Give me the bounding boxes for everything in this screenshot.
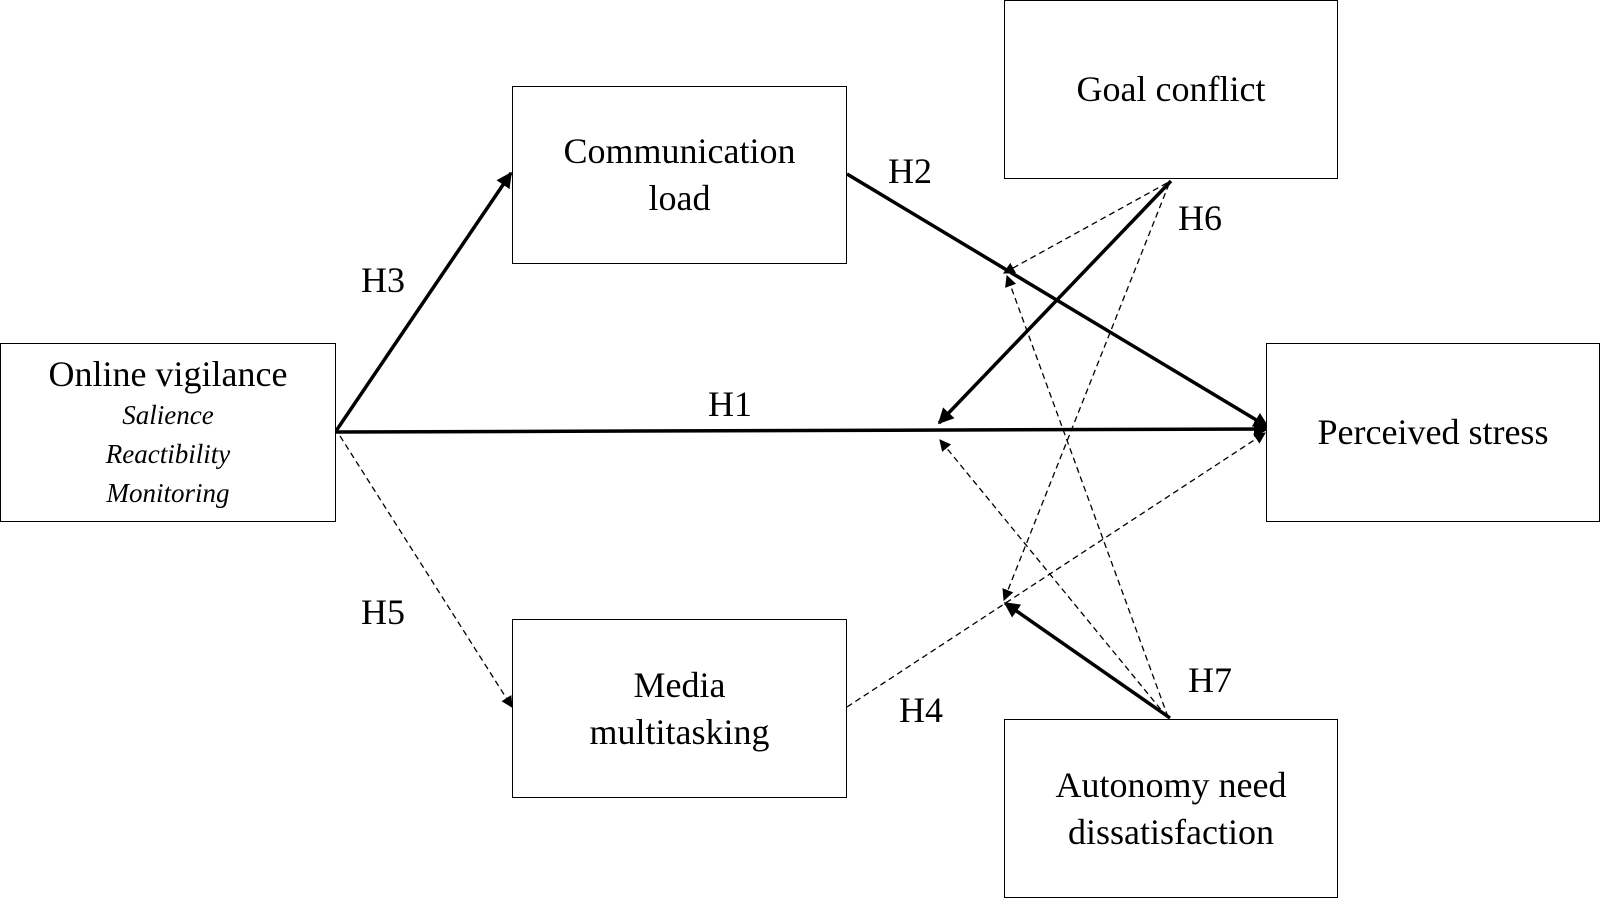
goal-conflict-box: Goal conflict: [1004, 0, 1338, 179]
perceived-stress-label: Perceived stress: [1317, 412, 1549, 452]
arrow-h3: [334, 171, 513, 432]
monitoring-label: Monitoring: [106, 478, 230, 508]
online-vigilance-title: Online vigilance: [48, 354, 288, 394]
media-multitasking-line2: multitasking: [589, 711, 770, 752]
arrow-h7: [1003, 601, 1172, 720]
dashed-goal-to-h2: [1002, 182, 1168, 274]
autonomy-need-line2: dissatisfaction: [1068, 811, 1274, 852]
dashed-autonomy-to-h1: [939, 439, 1168, 718]
arrow-h4: [846, 432, 1266, 708]
arrow-h5: [339, 435, 513, 708]
media-multitasking-box: Media multitasking: [512, 619, 847, 798]
salience-label: Salience: [122, 400, 214, 430]
communication-load-line1: Communication: [563, 131, 796, 171]
h6-label: H6: [1178, 198, 1222, 238]
goal-conflict-label: Goal conflict: [1076, 69, 1266, 109]
h5-label: H5: [361, 592, 405, 632]
communication-load-box: Communication load: [512, 86, 847, 264]
arrow-h6: [937, 179, 1173, 425]
online-vigilance-box: Online vigilance Salience Reactibility M…: [0, 343, 336, 522]
h2-label: H2: [888, 151, 932, 191]
reactibility-label: Reactibility: [105, 439, 231, 469]
autonomy-need-box: Autonomy need dissatisfaction: [1004, 719, 1338, 898]
autonomy-need-line1: Autonomy need: [1055, 764, 1287, 805]
h1-label: H1: [708, 384, 752, 424]
dashed-goal-to-h4: [1002, 183, 1170, 602]
arrow-h1: [333, 421, 1270, 437]
h7-label: H7: [1188, 660, 1232, 700]
dashed-autonomy-to-h2: [1005, 274, 1169, 718]
h3-label: H3: [361, 260, 405, 300]
media-multitasking-line1: Media: [633, 664, 726, 705]
perceived-stress-box: Perceived stress: [1266, 343, 1600, 522]
h4-label: H4: [899, 690, 943, 730]
communication-load-line2: load: [648, 178, 711, 218]
